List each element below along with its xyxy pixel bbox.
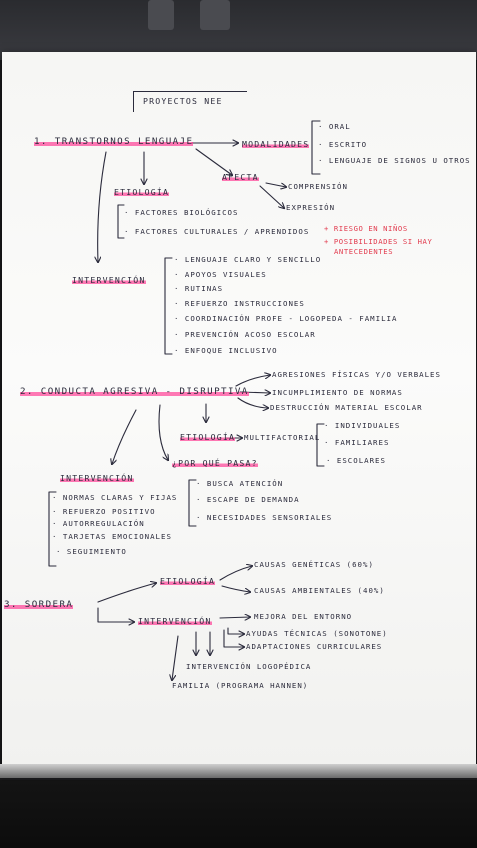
efecto-incumplimiento: INCUMPLIMIENTO DE NORMAS xyxy=(272,388,403,397)
intervencion-2-item: · NORMAS CLARAS Y FIJAS xyxy=(52,493,178,502)
modalidad-escrito: · ESCRITO xyxy=(318,140,368,149)
intervencion-2-item: · AUTORREGULACIÓN xyxy=(52,519,145,528)
afecta-comprension: COMPRENSIÓN xyxy=(288,182,348,191)
intervencion-3-label: INTERVENCIÓN xyxy=(138,616,212,626)
etiologia-1-culturales: · FACTORES CULTURALES / APRENDIDOS xyxy=(124,227,310,236)
porque-item: · BUSCA ATENCIÓN xyxy=(196,479,284,488)
arrow-destruccion xyxy=(237,397,268,408)
intervencion-3-item: ADAPTACIONES CURRICULARES xyxy=(246,642,383,651)
section-3-heading: 3. SORDERA xyxy=(4,599,74,610)
efecto-destruccion: DESTRUCCIÓN MATERIAL ESCOLAR xyxy=(270,403,423,412)
porque-item: · ESCAPE DE DEMANDA xyxy=(196,495,300,504)
note-riesgo: + RIESGO EN NIÑOS xyxy=(324,224,408,233)
device-left xyxy=(148,0,174,30)
intervencion-1-item: · LENGUAJE CLARO Y SENCILLO xyxy=(174,255,322,264)
arrow-afecta xyxy=(195,148,232,175)
causa-geneticas: CAUSAS GENÉTICAS (60%) xyxy=(254,560,374,569)
modalidad-oral: · ORAL xyxy=(318,122,351,131)
intervencion-1-item: · ENFOQUE INCLUSIVO xyxy=(174,346,278,355)
modalidades-label: MODALIDADES xyxy=(242,139,310,149)
arrow-mejora xyxy=(219,617,250,618)
arrow-intervencion-2 xyxy=(112,409,137,464)
intervencion-3-item: MEJORA DEL ENTORNO xyxy=(254,612,353,621)
intervencion-3-item: FAMILIA (PROGRAMA HANNEN) xyxy=(172,681,309,690)
arrow-porque xyxy=(158,404,168,460)
multifactorial-label: MULTIFACTORIAL xyxy=(244,433,321,442)
note-antecedentes: ANTECEDENTES xyxy=(334,247,394,256)
intervencion-3-item: AYUDAS TÉCNICAS (SONOTONE) xyxy=(246,629,388,638)
intervencion-1-item: · REFUERZO INSTRUCCIONES xyxy=(174,299,305,308)
afecta-expresion: EXPRESIÓN xyxy=(286,203,336,212)
etiologia-2-label: Etiología xyxy=(180,432,236,442)
arrow-etiologia-3 xyxy=(97,583,156,603)
causa-ambientales: CAUSAS AMBIENTALES (40%) xyxy=(254,586,385,595)
intervencion-2-label: INTERVENCIÓN xyxy=(60,473,134,483)
section-1-heading: 1. TRANSTORNOS LENGUAJE xyxy=(34,136,194,147)
factor-escolares: · ESCOLARES xyxy=(326,456,386,465)
bracket-etiologia-1 xyxy=(117,204,125,239)
intervencion-3-item: INTERVENCIÓN LOGOPÉDICA xyxy=(186,662,312,671)
bracket-porque xyxy=(188,479,197,527)
arrow-intervencion-3 xyxy=(97,607,134,622)
bracket-intervencion-1 xyxy=(164,257,173,355)
intervencion-2-item: · REFUERZO POSITIVO xyxy=(52,507,156,516)
intervencion-1-item: · RUTINAS xyxy=(174,284,224,293)
intervencion-2-item: · TARJETAS EMOCIONALES xyxy=(52,532,172,541)
arrow-adaptaciones xyxy=(223,629,244,647)
page-title: PROYECTOS NEE xyxy=(143,96,223,106)
etiologia-3-label: Etiología xyxy=(160,576,216,586)
intervencion-2-item: · SEGUIMIENTO xyxy=(56,547,127,556)
factor-familiares: · FAMILIARES xyxy=(324,438,390,447)
arrow-familia xyxy=(172,635,179,680)
arrow-expresion xyxy=(259,185,284,208)
arrow-ayudas xyxy=(227,627,244,634)
device-right xyxy=(200,0,230,30)
arrow-ambientales xyxy=(221,585,250,592)
arrow-agresiones xyxy=(235,375,270,387)
table-edge xyxy=(0,780,477,848)
bracket-modalidades xyxy=(311,120,321,175)
modalidad-signos: · LENGUAJE DE SIGNOS U OTROS xyxy=(318,156,471,165)
bracket-factores xyxy=(316,423,325,467)
afecta-label: AFECTA xyxy=(222,172,259,182)
intervencion-1-item: · COORDINACIÓN PROFE - LOGOPEDA - FAMILI… xyxy=(174,314,398,323)
porque-label: ¿POR QUÉ PASA? xyxy=(172,458,258,468)
bracket-intervencion-2 xyxy=(48,491,57,567)
intervencion-1-item: · APOYOS VISUALES xyxy=(174,270,267,279)
factor-individuales: · INDIVIDUALES xyxy=(324,421,401,430)
notebook-binding xyxy=(0,764,477,778)
intervencion-1-label: INTERVENCIÓN xyxy=(72,275,146,285)
arrow-intervencion-1 xyxy=(98,151,107,262)
efecto-agresiones: AGRESIONES FÍSICAS Y/O VERBALES xyxy=(272,370,441,379)
etiologia-1-label: Etiología xyxy=(114,187,170,197)
etiologia-1-biologicos: · FACTORES BIOLÓGICOS xyxy=(124,208,239,217)
section-2-heading: 2. CONDUCTA AGRESIVA - DISRUPTIVA xyxy=(20,386,249,397)
arrow-geneticas xyxy=(219,566,252,581)
intervencion-1-item: · PREVENCIÓN ACOSO ESCOLAR xyxy=(174,330,316,339)
arrow-comprension xyxy=(265,182,286,187)
title-box xyxy=(133,91,247,112)
desk-background xyxy=(0,0,477,60)
porque-item: · NECESIDADES SENSORIALES xyxy=(196,513,333,522)
note-posibilidades: + POSIBILIDADES SI HAY xyxy=(324,237,433,246)
